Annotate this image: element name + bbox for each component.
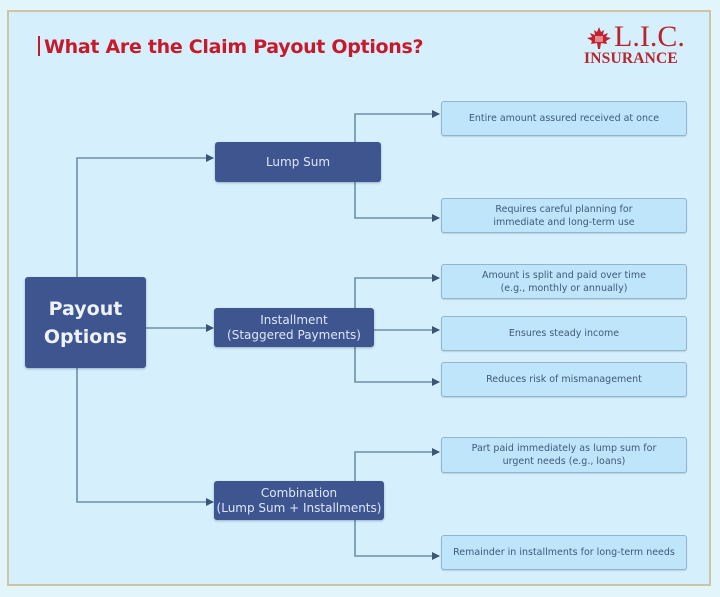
- root-node-payout-options: Payout Options: [25, 277, 146, 368]
- detail-node: Entire amount assured received at once: [441, 101, 687, 136]
- logo-brand: L.I.C.: [614, 20, 685, 53]
- detail-text: Remainder in installments for long-term …: [453, 547, 675, 558]
- detail-node: Part paid immediately as lump sum for ur…: [441, 437, 687, 473]
- branch-label: Combination: [260, 485, 338, 500]
- branch-sublabel: (Lump Sum + Installments): [216, 500, 382, 515]
- detail-node: Requires careful planning for immediate …: [441, 198, 687, 233]
- root-label-line2: Options: [43, 325, 128, 348]
- detail-text: Part paid immediately as lump sum for: [471, 443, 657, 454]
- detail-node: Reduces risk of mismanagement: [441, 362, 687, 397]
- root-label-line1: Payout: [48, 297, 123, 320]
- page-title-text: What Are the Claim Payout Options?: [44, 36, 424, 58]
- branch-node-combination: Combination (Lump Sum + Installments): [214, 481, 384, 520]
- title-accent-bar: [38, 36, 40, 56]
- detail-node: Amount is split and paid over time (e.g.…: [441, 264, 687, 299]
- detail-text-line2: (e.g., monthly or annually): [500, 282, 628, 294]
- maple-leaf-icon: [587, 27, 611, 49]
- branch-node-lump-sum: Lump Sum: [215, 142, 381, 182]
- page-title: What Are the Claim Payout Options?: [38, 36, 424, 58]
- detail-text-line2: urgent needs (e.g., loans): [502, 456, 626, 467]
- detail-node: Ensures steady income: [441, 316, 687, 351]
- branch-node-installment: Installment (Staggered Payments): [214, 308, 374, 347]
- detail-text: Requires careful planning for: [495, 203, 633, 215]
- detail-text: Ensures steady income: [508, 328, 620, 339]
- detail-text-line2: immediate and long-term use: [493, 216, 635, 228]
- logo-subtitle: INSURANCE: [584, 50, 678, 67]
- lic-logo: L.I.C. INSURANCE: [584, 20, 692, 70]
- detail-text: Reduces risk of mismanagement: [486, 374, 642, 385]
- detail-text: Entire amount assured received at once: [468, 113, 660, 124]
- detail-node: Remainder in installments for long-term …: [441, 535, 687, 570]
- detail-text: Amount is split and paid over time: [481, 269, 647, 281]
- branch-sublabel: (Staggered Payments): [227, 327, 361, 342]
- branch-label: Installment: [260, 312, 328, 327]
- branch-label: Lump Sum: [265, 154, 331, 169]
